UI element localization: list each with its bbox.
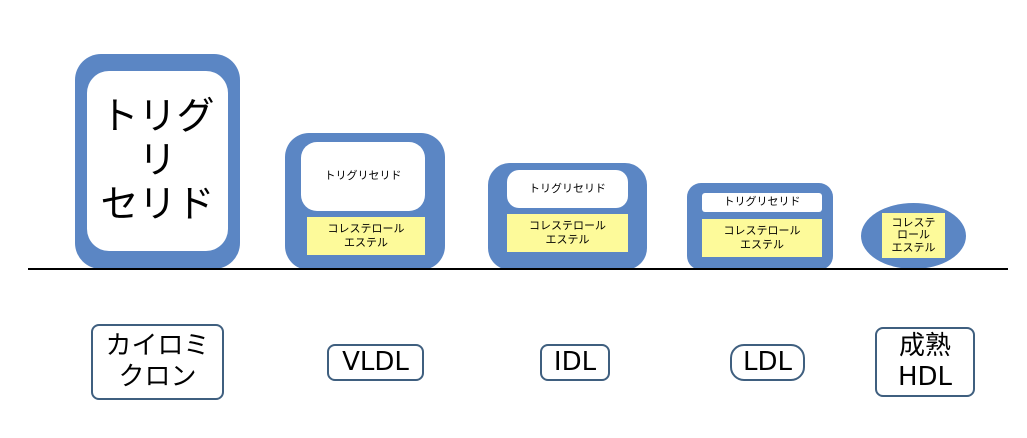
vldl-particle: トリグリセリド コレステロール エステル [285, 133, 445, 270]
chylomicron-triglyceride-core: トリグリ セリド [87, 71, 228, 251]
idl-cholesterol-ester: コレステロール エステル [507, 214, 628, 252]
label-hdl: 成熟 HDL [875, 327, 975, 397]
baseline [28, 268, 1008, 270]
chylomicron-particle: トリグリ セリド [75, 54, 240, 269]
hdl-cholesterol-ester: コレステ ロール エステル [882, 213, 945, 258]
vldl-cholesterol-ester: コレステロール エステル [307, 217, 425, 255]
ldl-particle: トリグリセリド コレステロール エステル [687, 183, 833, 270]
ldl-cholesterol-ester: コレステロール エステル [702, 219, 822, 257]
label-chylomicron: カイロミ クロン [91, 324, 224, 400]
idl-particle: トリグリセリド コレステロール エステル [488, 163, 647, 270]
ldl-triglyceride-core: トリグリセリド [702, 193, 822, 212]
vldl-triglyceride-core: トリグリセリド [301, 142, 425, 211]
idl-triglyceride-core: トリグリセリド [507, 170, 628, 208]
label-vldl: VLDL [327, 344, 424, 381]
hdl-particle: コレステ ロール エステル [861, 203, 966, 269]
label-idl: IDL [540, 344, 610, 381]
label-ldl: LDL [730, 344, 805, 381]
